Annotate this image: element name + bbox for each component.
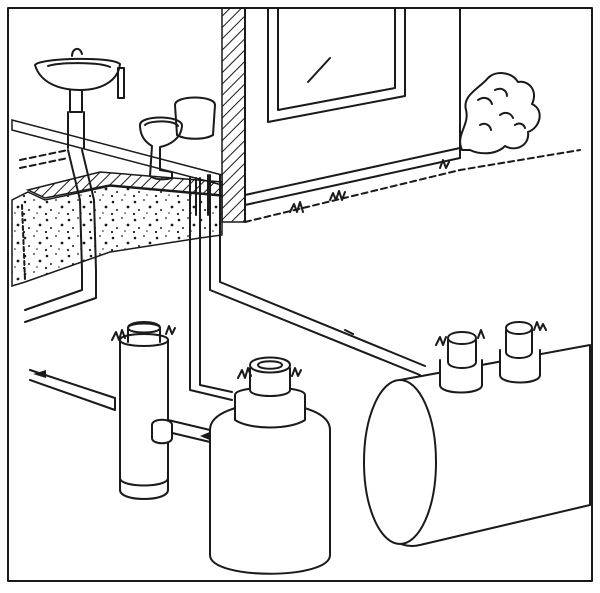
house-wall-icon [222, 8, 460, 222]
shrub-icon [460, 73, 540, 153]
septic-tank-icon [210, 358, 330, 574]
inspection-shaft-icon [30, 322, 175, 499]
ground-line [245, 150, 580, 222]
window-icon [268, 8, 405, 122]
